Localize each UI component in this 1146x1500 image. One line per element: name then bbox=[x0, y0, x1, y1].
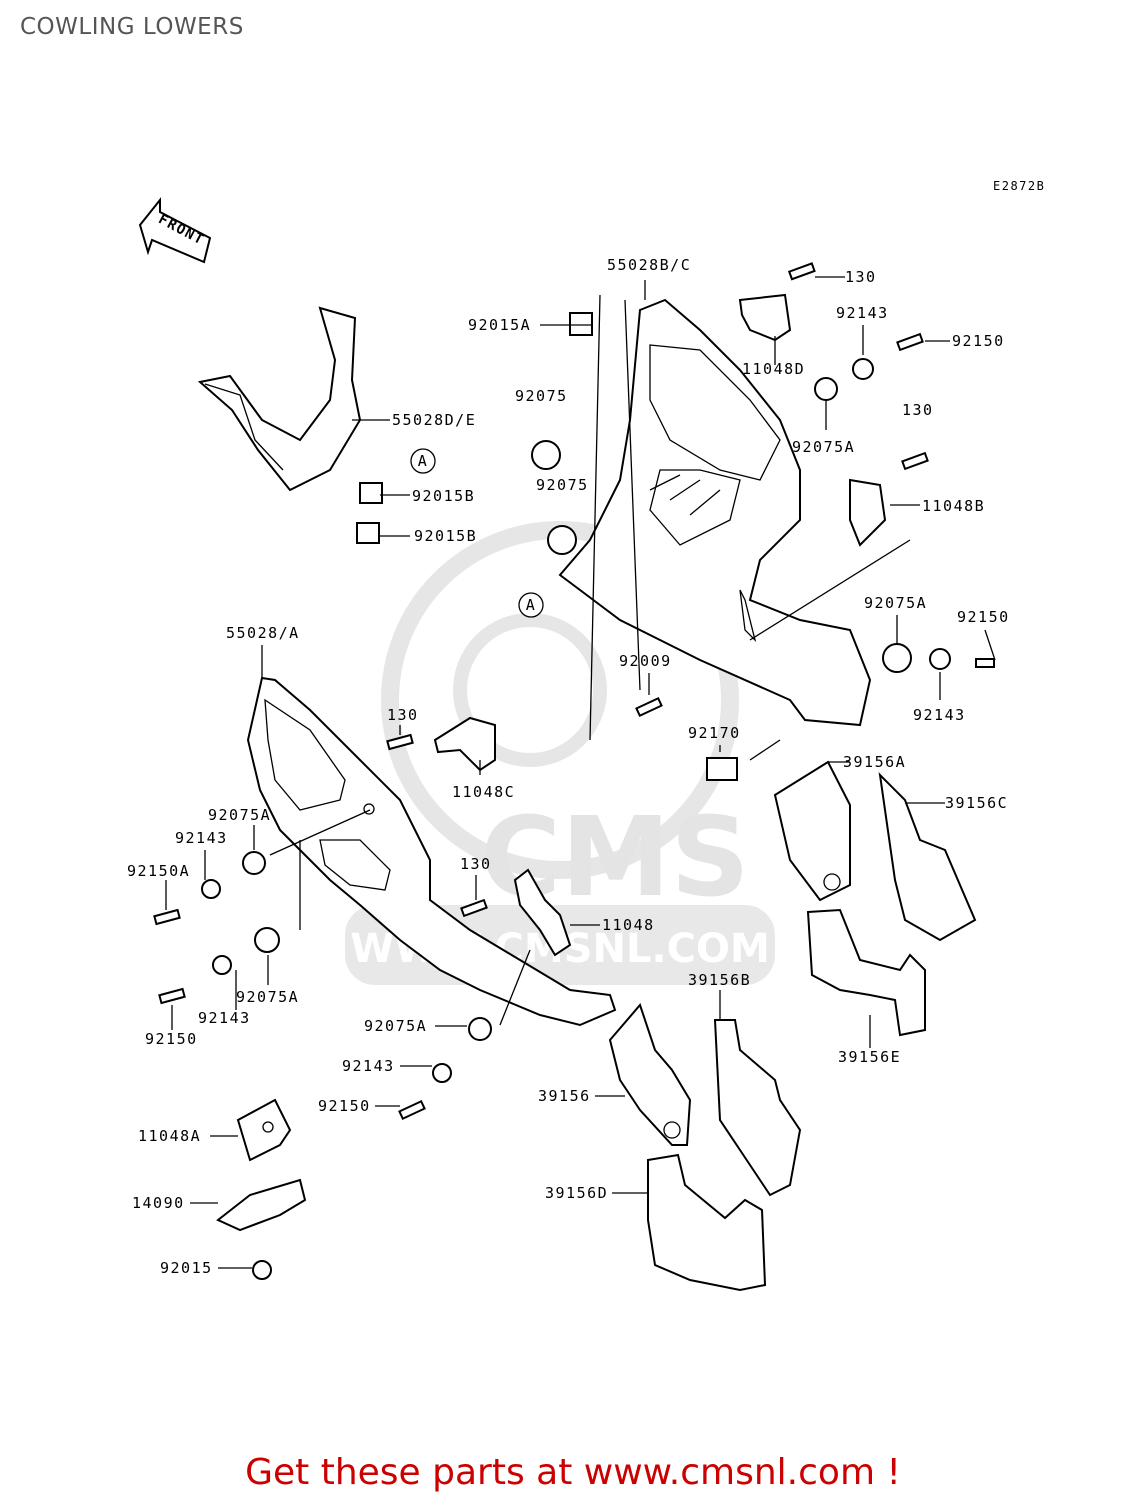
bracket-11048c bbox=[433, 716, 496, 772]
guard-14090 bbox=[216, 1178, 307, 1232]
part-label: 92075A bbox=[792, 438, 855, 456]
part-label: 92150 bbox=[952, 332, 1005, 350]
bracket-11048b bbox=[849, 478, 887, 547]
part-label: 92075A bbox=[364, 1017, 427, 1035]
clip-92170 bbox=[706, 757, 738, 781]
part-label: 39156C bbox=[945, 794, 1008, 812]
part-label: 92143 bbox=[342, 1057, 395, 1075]
callout-a-lower: A bbox=[518, 592, 544, 618]
part-label: 92075A bbox=[236, 988, 299, 1006]
part-label: 92150 bbox=[318, 1097, 371, 1115]
part-label: 11048B bbox=[922, 497, 985, 515]
insulator-39156c bbox=[878, 772, 977, 942]
lower-cowl-left-55028a bbox=[246, 676, 617, 1027]
bolt-icon bbox=[153, 262, 995, 1121]
nut-92015 bbox=[252, 1260, 272, 1280]
part-label: 130 bbox=[845, 268, 877, 286]
svg-text:A: A bbox=[418, 452, 429, 470]
svg-text:A: A bbox=[526, 596, 537, 614]
part-label: 92170 bbox=[688, 724, 741, 742]
bracket-11048a bbox=[236, 1098, 292, 1162]
part-label: 92015B bbox=[414, 527, 477, 545]
callout-a-upper: A bbox=[410, 448, 436, 474]
part-labels: 55028B/C 130 92015A 92143 92150 11048D 9… bbox=[127, 256, 1010, 1277]
part-label: 11048 bbox=[602, 916, 655, 934]
part-label: 11048C bbox=[452, 783, 515, 801]
part-label: 39156E bbox=[838, 1048, 901, 1066]
bracket-11048 bbox=[513, 868, 572, 957]
part-label: 130 bbox=[460, 855, 492, 873]
clip-92015a-icon bbox=[569, 312, 593, 336]
inner-cowl-55028de bbox=[197, 306, 362, 492]
part-label: 130 bbox=[387, 706, 419, 724]
part-label: 39156 bbox=[538, 1087, 591, 1105]
collar-icon bbox=[201, 358, 951, 1083]
part-label: 11048A bbox=[138, 1127, 201, 1145]
part-label: 92150 bbox=[957, 608, 1010, 626]
front-arrow-icon: FRONT bbox=[138, 197, 212, 264]
bracket-11048d bbox=[738, 293, 792, 342]
part-label: 92075 bbox=[536, 476, 589, 494]
insulator-39156b bbox=[713, 1019, 802, 1197]
part-label: 39156A bbox=[843, 753, 906, 771]
insulator-39156 bbox=[608, 1003, 692, 1146]
part-label: 39156B bbox=[688, 971, 751, 989]
part-label: 55028D/E bbox=[392, 411, 476, 429]
leader-lines bbox=[165, 276, 996, 1269]
grommet-icon bbox=[242, 377, 912, 1041]
part-label: 92015A bbox=[468, 316, 531, 334]
part-label: 92075A bbox=[208, 806, 271, 824]
insulator-39156d bbox=[647, 1153, 767, 1292]
part-label: 92143 bbox=[175, 829, 228, 847]
part-label: 39156D bbox=[545, 1184, 608, 1202]
footer-promo-link[interactable]: Get these parts at www.cmsnl.com ! bbox=[245, 1452, 901, 1493]
part-label: 92143 bbox=[913, 706, 966, 724]
part-label: 92075 bbox=[515, 387, 568, 405]
lower-cowl-right-55028bc bbox=[558, 298, 872, 727]
part-label: 14090 bbox=[132, 1194, 185, 1212]
insulator-39156a bbox=[773, 760, 851, 902]
insulator-39156e bbox=[806, 908, 926, 1037]
part-label: 92143 bbox=[198, 1009, 251, 1027]
part-label: 92143 bbox=[836, 304, 889, 322]
part-label: 92150 bbox=[145, 1030, 198, 1048]
part-label: 130 bbox=[902, 401, 934, 419]
clip-92015b-icon bbox=[356, 482, 383, 544]
part-label: 92015 bbox=[160, 1259, 213, 1277]
part-label: 55028B/C bbox=[607, 256, 691, 274]
part-label: 92015B bbox=[412, 487, 475, 505]
part-label: 11048D bbox=[742, 360, 805, 378]
part-label: 92150A bbox=[127, 862, 190, 880]
part-label: 92075A bbox=[864, 594, 927, 612]
part-label: 55028/A bbox=[226, 624, 300, 642]
page-title: COWLING LOWERS bbox=[20, 14, 244, 40]
part-label: 92009 bbox=[619, 652, 672, 670]
diagram-code: E2872B bbox=[993, 179, 1045, 193]
